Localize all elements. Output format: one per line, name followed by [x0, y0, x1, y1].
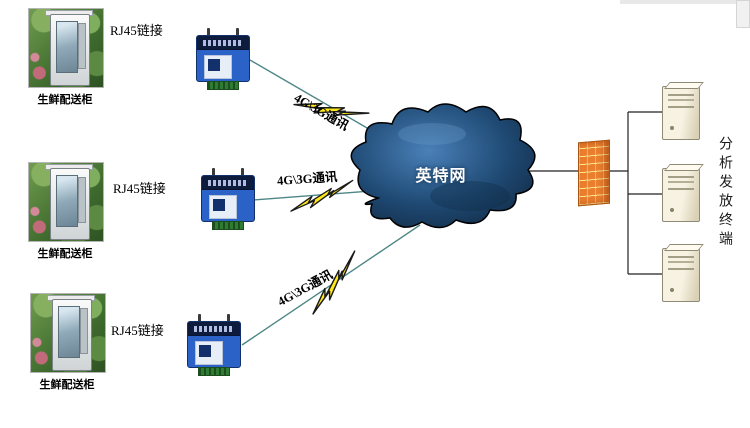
server-drive-slots: [668, 176, 694, 190]
server-power-led: [670, 126, 674, 130]
cabinet-side-panel: [78, 177, 86, 223]
antenna-icon: [212, 168, 215, 176]
cabinet-label: 生鲜配送柜: [39, 379, 95, 391]
router-sticker: [204, 55, 232, 79]
cabinet-label: 生鲜配送柜: [37, 94, 93, 106]
internet-cloud-label: 英特网: [415, 168, 467, 185]
analysis-server-1: [662, 86, 700, 140]
router-sticker: [195, 341, 223, 365]
fresh-delivery-cabinet-2: 生鲜配送柜: [28, 162, 104, 261]
antenna-icon: [198, 314, 201, 322]
cabinet-side-panel: [80, 308, 88, 354]
wan-lines: [241, 59, 421, 346]
router-terminal-ports: [212, 221, 244, 230]
fresh-delivery-cabinet-1: 生鲜配送柜: [28, 8, 104, 107]
cabinet-body: [50, 14, 90, 86]
server-power-led: [670, 288, 674, 292]
router-display: [188, 322, 240, 336]
qr-code-icon: [199, 345, 211, 357]
cabinet-glass-door: [58, 306, 80, 358]
comm-link-label-2: 4G\3G通讯: [276, 169, 338, 188]
antenna-icon: [236, 28, 239, 36]
cabinet-glass-door: [56, 21, 78, 73]
router-body: [201, 175, 255, 222]
cabinet-photo: [28, 8, 104, 88]
cabinet-photo: [28, 162, 104, 242]
cabinet-side-panel: [78, 23, 86, 69]
cabinet-photo: [30, 293, 106, 373]
antenna-icon: [227, 314, 230, 322]
router-display: [197, 36, 249, 50]
router-terminal-ports: [207, 81, 239, 90]
analysis-terminal-label: 分析发放终端: [717, 136, 732, 250]
cabinet-body: [50, 168, 90, 240]
fresh-delivery-cabinet-3: 生鲜配送柜: [30, 293, 106, 392]
cloud-highlight: [398, 123, 466, 145]
4g-router-device-2: [201, 168, 255, 230]
screen-artifact-strip: [620, 0, 750, 4]
4g-router-device-3: [187, 314, 241, 376]
cabinet-label: 生鲜配送柜: [37, 248, 93, 260]
antenna-icon: [207, 28, 210, 36]
4g-router-device-1: [196, 28, 250, 90]
router-display: [202, 176, 254, 190]
qr-code-icon: [208, 59, 220, 71]
antenna-icon: [241, 168, 244, 176]
cabinet-body: [52, 299, 92, 371]
router-body: [187, 321, 241, 368]
server-power-led: [670, 208, 674, 212]
router-sticker: [209, 195, 237, 219]
rj45-link-label-1: RJ45链接: [110, 23, 163, 38]
rj45-link-label-2: RJ45链接: [113, 181, 166, 196]
comm-link-label-3: 4G\3G通讯: [275, 267, 335, 309]
server-drive-slots: [668, 94, 694, 108]
cabinet-glass-door: [56, 175, 78, 227]
server-drive-slots: [668, 256, 694, 270]
rj45-link-label-3: RJ45链接: [111, 323, 164, 338]
router-body: [196, 35, 250, 82]
router-terminal-ports: [198, 367, 230, 376]
analysis-server-3: [662, 248, 700, 302]
firewall-icon: [578, 139, 610, 207]
comm-link-label-1: 4G\3G通讯: [291, 90, 352, 134]
analysis-server-2: [662, 168, 700, 222]
qr-code-icon: [213, 199, 225, 211]
screen-artifact-tab: [736, 0, 750, 28]
